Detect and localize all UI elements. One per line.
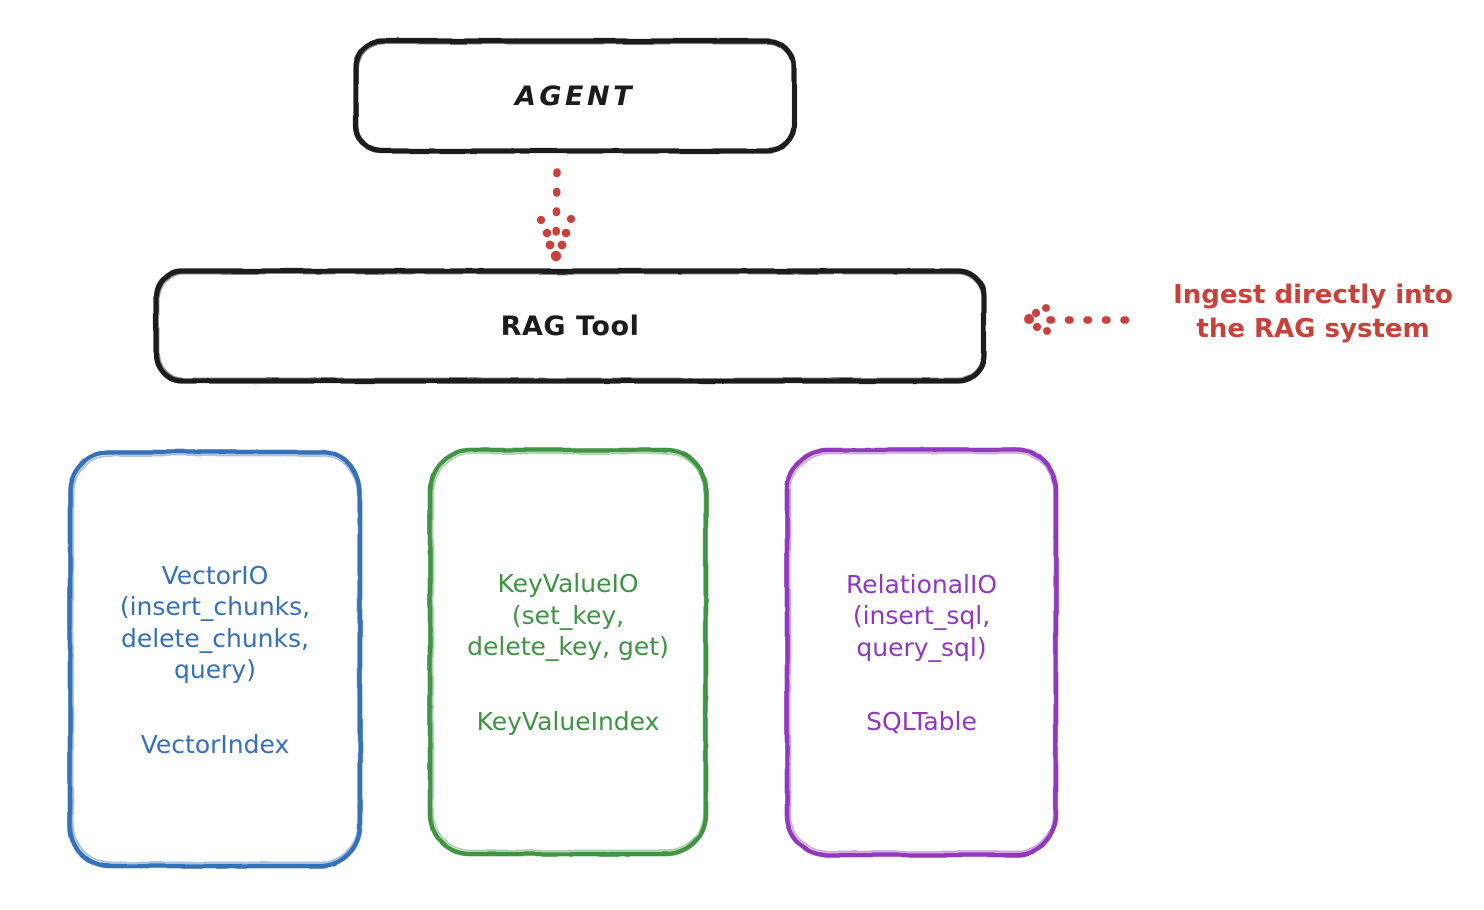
relational-io-api-label: RelationalIO (insert_sql, query_sql) (845, 569, 998, 662)
relational-io-node[interactable]: RelationalIO (insert_sql, query_sql) SQL… (785, 448, 1058, 857)
relational-io-body: RelationalIO (insert_sql, query_sql) SQL… (785, 569, 1058, 737)
key-value-index-label: KeyValueIndex (476, 706, 660, 736)
sql-table-label: SQLTable (866, 707, 977, 737)
relational-box-outline (784, 447, 1059, 858)
vector-io-api-label: VectorIO (insert_chunks, delete_chunks, … (119, 560, 311, 685)
rag-tool-node[interactable]: RAG Tool (155, 270, 985, 382)
keyvalue-box-outline (427, 447, 709, 857)
rag-tool-node-label: RAG Tool (500, 310, 640, 342)
vector-index-label: VectorIndex (140, 729, 290, 759)
agent-box-outline (353, 38, 797, 154)
ingest-annotation: Ingest directly into the RAG system (1173, 280, 1453, 345)
vector-box-outline (67, 449, 363, 869)
key-value-io-body: KeyValueIO (set_key, delete_key, get) Ke… (428, 568, 708, 736)
vector-io-node[interactable]: VectorIO (insert_chunks, delete_chunks, … (68, 450, 362, 868)
rag-tool-box-outline (153, 268, 987, 384)
key-value-io-api-label: KeyValueIO (set_key, delete_key, get) (467, 569, 669, 662)
agent-node[interactable]: AGENT (355, 40, 795, 152)
connector-agent-to-rag-tool (536, 168, 576, 262)
key-value-io-node[interactable]: KeyValueIO (set_key, delete_key, get) Ke… (428, 448, 708, 856)
connector-ingest-to-rag-tool (1024, 304, 1136, 335)
agent-node-label: AGENT (514, 80, 636, 112)
vector-io-body: VectorIO (insert_chunks, delete_chunks, … (68, 560, 362, 759)
